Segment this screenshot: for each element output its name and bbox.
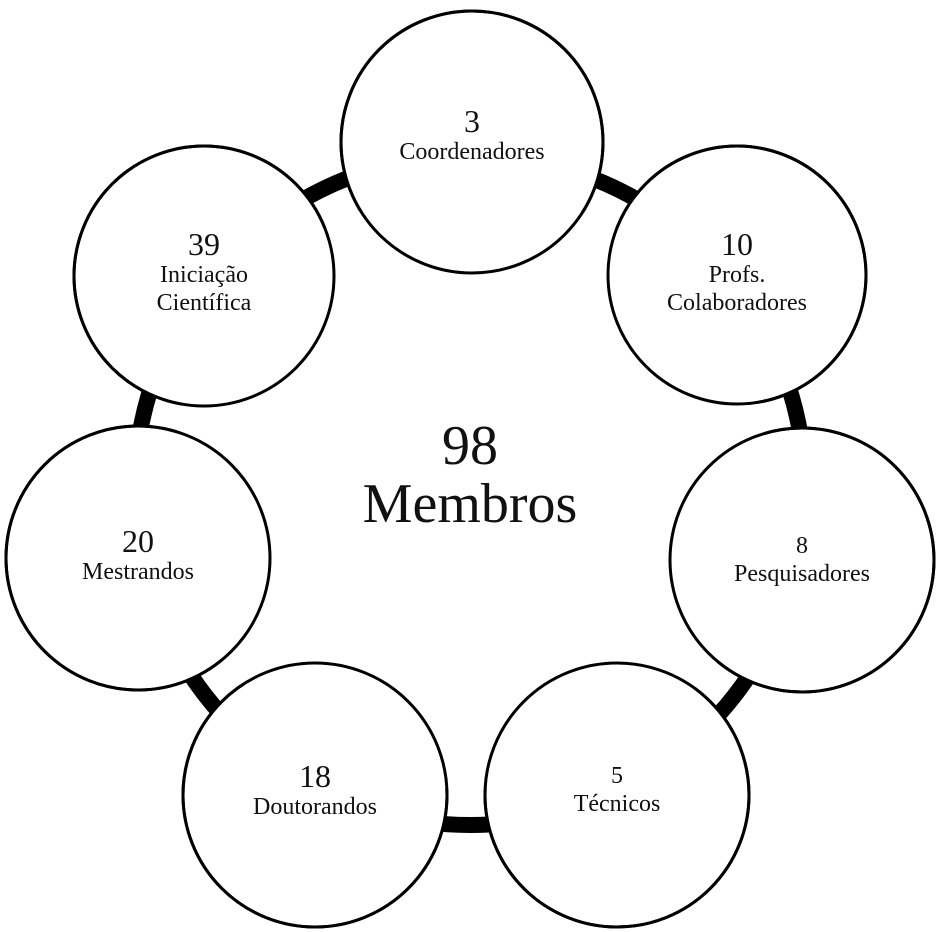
ring-inner-mask [170,190,770,790]
node-label: Doutorandos [253,794,377,820]
node-label: Profs. [708,262,766,288]
node-coordenadores: 3 Coordenadores [372,100,572,170]
node-doutorandos: 18 Doutorandos [215,755,415,825]
node-count: 10 [721,226,753,262]
node-profs-colaboradores: 10 Profs. Colaboradores [637,222,837,322]
node-count: 18 [299,758,331,794]
node-iniciacao-cientifica: 39 Iniciação Científica [104,222,304,322]
node-count: 3 [464,103,480,139]
node-mestrandos: 20 Mestrandos [38,520,238,590]
node-label: Pesquisadores [734,561,870,587]
center-summary: 98 Membros [330,418,610,534]
node-label: Técnicos [573,791,661,817]
node-count: 5 [611,763,623,789]
node-label: Mestrandos [82,559,194,585]
node-tecnicos: 5 Técnicos [517,755,717,825]
total-label: Membros [362,473,578,535]
node-count: 20 [122,523,154,559]
node-pesquisadores: 8 Pesquisadores [702,525,902,595]
total-count: 98 [442,415,498,477]
node-count: 8 [796,533,808,559]
node-label: Coordenadores [399,139,545,165]
node-label: Iniciação [160,262,248,288]
node-label: Colaboradores [667,290,807,316]
node-count: 39 [188,226,220,262]
node-label: Científica [156,290,252,316]
